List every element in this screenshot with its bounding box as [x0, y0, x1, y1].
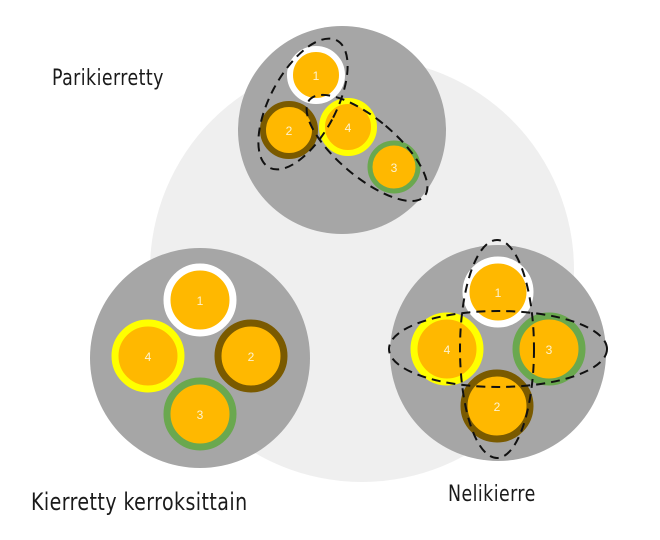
cable-sheath: [90, 248, 310, 468]
conductor-4: 4: [410, 312, 484, 386]
conductor-2: 2: [214, 319, 288, 393]
conductor-1: 1: [163, 263, 237, 337]
svg-text:2: 2: [286, 124, 293, 138]
svg-text:2: 2: [494, 400, 501, 414]
svg-text:2: 2: [248, 350, 255, 364]
pair-ellipse-vertical: [459, 239, 535, 459]
pair-ellipse-horizontal: [388, 310, 608, 388]
conductor-1: 1: [287, 46, 345, 104]
cable-nelikierre: 1 4 3 2: [388, 239, 608, 461]
label-nelikierre: Nelikierre: [448, 482, 536, 507]
conductor-4: 4: [319, 98, 377, 156]
cable-kerroksittain: 1 4 2 3: [90, 248, 310, 468]
cable-parikierretty: 1 2 4 3: [238, 26, 446, 234]
cable-sheath: [390, 245, 606, 461]
svg-text:1: 1: [313, 69, 320, 83]
svg-text:1: 1: [197, 294, 204, 308]
svg-text:4: 4: [444, 343, 451, 357]
svg-text:3: 3: [391, 161, 398, 175]
conductor-2: 2: [260, 101, 318, 159]
svg-text:4: 4: [345, 121, 352, 135]
svg-text:1: 1: [495, 286, 502, 300]
conductor-3: 3: [367, 140, 421, 194]
pair-ellipse-3-4: [305, 93, 429, 203]
conductor-3: 3: [512, 312, 586, 386]
conductor-4: 4: [111, 319, 185, 393]
conductor-3: 3: [163, 377, 237, 451]
conductor-1: 1: [462, 256, 534, 328]
conductor-2: 2: [460, 369, 534, 443]
label-parikierretty: Parikierretty: [52, 66, 164, 91]
svg-text:4: 4: [145, 350, 152, 364]
svg-text:3: 3: [546, 343, 553, 357]
pair-ellipse-1-2: [257, 37, 349, 171]
svg-text:3: 3: [197, 408, 204, 422]
label-kerroksittain: Kierretty kerroksittain: [31, 488, 248, 516]
